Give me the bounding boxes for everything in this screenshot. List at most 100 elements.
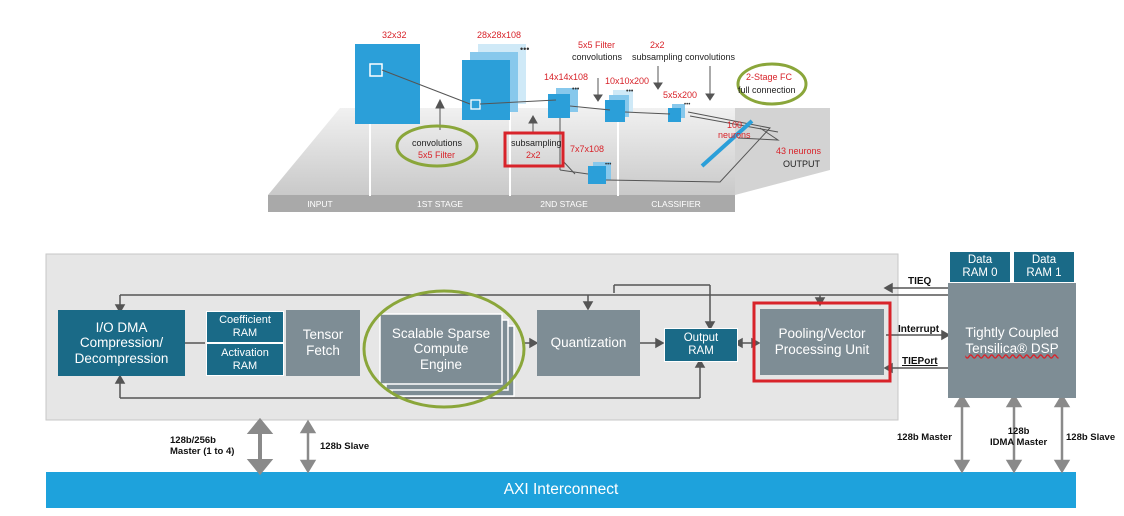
tensor-fetch-block: Tensor Fetch <box>286 310 360 376</box>
data-ram1-line1: Data <box>1031 253 1057 266</box>
stage1-map-front <box>462 60 510 120</box>
cnn-floor <box>268 108 735 195</box>
tensor-fetch-line1: Tensor <box>302 327 344 343</box>
cnn-floor-right <box>735 108 830 195</box>
data-ram0-block: Data RAM 0 <box>950 252 1010 282</box>
io-dma-line3: Decompression <box>74 350 169 366</box>
sparse-engine-stack <box>379 313 515 397</box>
act-ram-line2: RAM <box>232 359 258 372</box>
axi-interconnect-bar <box>46 472 1076 508</box>
conv2-dots: ••• <box>626 88 634 95</box>
master-right-label: 128b Master <box>897 432 952 443</box>
sub2-dots: ••• <box>684 102 690 108</box>
slave-right-label: 128b Slave <box>1066 432 1116 443</box>
pooling-vector-block: Pooling/Vector Processing Unit <box>760 309 884 375</box>
sparse-engine-line3: Engine <box>419 356 463 372</box>
sub2b-dots: ••• <box>605 162 611 168</box>
output-label: OUTPUT <box>783 159 821 169</box>
stage-label-classifier: CLASSIFIER <box>651 199 701 209</box>
sub2b-map-front <box>588 166 606 184</box>
idma-master-line1: 128b <box>1007 426 1030 437</box>
act-ram-line1: Activation <box>221 346 269 359</box>
highlight-fc <box>736 62 808 106</box>
slave-left-label: 128b Slave <box>320 441 370 452</box>
axi-links <box>246 417 274 476</box>
sparse-engine-block: Scalable Sparse Compute Engine <box>380 314 502 384</box>
axi-links-thin <box>299 393 1071 474</box>
coeff-ram-line2: RAM <box>232 327 258 339</box>
dim-stage1: 28x28x108 <box>477 30 521 40</box>
tieport-label: TIEPort <box>902 356 938 367</box>
dim-sub1: 14x14x108 <box>544 72 588 82</box>
interrupt-label: Interrupt <box>898 324 940 335</box>
neurons-100: 100 <box>727 120 742 130</box>
io-dma-line1: I/O DMA <box>95 319 148 335</box>
internal-flow-lines <box>114 282 951 399</box>
sparse-engine-line1: Scalable Sparse <box>391 325 491 341</box>
dsp-line1: Tightly Coupled <box>965 324 1059 340</box>
filter2-size: 5x5 Filter <box>578 40 615 50</box>
stage-label-1st: 1ST STAGE <box>417 199 463 209</box>
stage1-receptive-field <box>470 99 481 110</box>
tieq-label: TIEQ <box>908 276 932 287</box>
output-count: 43 neurons <box>776 146 822 156</box>
highlight-convolutions <box>395 124 479 168</box>
pooling-line2: Processing Unit <box>774 342 870 357</box>
data-ram0-line2: RAM 0 <box>962 267 998 279</box>
sub2-label: subsampling convolutions <box>632 52 736 62</box>
cnn-connection-lines <box>381 69 779 183</box>
highlight-pooling <box>752 301 892 383</box>
master-left-label: 128b/256b Master (1 to 4) <box>170 435 235 458</box>
data-ram0-line1: Data <box>967 253 993 266</box>
output-ram-line2: RAM <box>688 345 714 357</box>
output-shape <box>737 127 780 141</box>
sub2-size: 2x2 <box>650 40 665 50</box>
quantization-block: Quantization <box>537 310 640 376</box>
sub2-map-front <box>668 108 681 122</box>
stage-label-2nd: 2ND STAGE <box>540 199 588 209</box>
coefficient-ram-block: Coefficient RAM <box>206 311 284 343</box>
pooling-line1: Pooling/Vector <box>778 326 866 342</box>
activation-ram-block: Activation RAM <box>206 343 284 376</box>
io-dma-block: I/O DMA Compression/ Decompression <box>58 310 185 376</box>
fc-label: full connection <box>738 85 796 95</box>
conv-label: convolutions <box>412 138 463 148</box>
output-ram-block: Output RAM <box>664 328 738 362</box>
master-left-line2: Master (1 to 4) <box>170 445 235 457</box>
conv-filter-size: 5x5 Filter <box>418 150 455 160</box>
conv2-map-front <box>605 100 625 122</box>
sparse-engine-line2: Compute <box>413 341 469 357</box>
data-ram1-block: Data RAM 1 <box>1014 252 1074 282</box>
output-ram-line1: Output <box>683 331 719 344</box>
quantization-label: Quantization <box>550 335 627 351</box>
master-left-line1: 128b/256b <box>170 435 216 446</box>
sub1-dots: ••• <box>572 86 580 93</box>
axi-interconnect-label: AXI Interconnect <box>46 472 1076 508</box>
fc-stage-label: 2-Stage FC <box>746 72 793 82</box>
subsampling-size: 2x2 <box>526 150 541 160</box>
subsampling-label: subsampling <box>511 138 562 148</box>
input-feature-map <box>355 44 420 124</box>
dim-sub2: 5x5x200 <box>663 90 697 100</box>
annotation-arrows <box>435 66 715 175</box>
highlight-sparse-engine <box>362 289 526 409</box>
sub1-map-front <box>548 94 570 118</box>
idma-master-label: 128b IDMA Master <box>990 426 1047 449</box>
dim-input: 32x32 <box>382 30 407 40</box>
tensilica-dsp-block: Tightly Coupled Tensilica® DSP <box>948 283 1076 398</box>
stage-strip <box>268 196 735 212</box>
stage-label-input: INPUT <box>307 199 333 209</box>
fc-neuron-column <box>700 119 754 168</box>
filter2-label: convolutions <box>572 52 623 62</box>
dsp-line2: Tensilica® DSP <box>965 340 1059 356</box>
dim-conv2: 10x10x200 <box>605 76 649 86</box>
dim-sub2b: 7x7x108 <box>570 144 604 154</box>
tensor-fetch-line2: Fetch <box>306 343 340 358</box>
coeff-ram-line1: Coefficient <box>219 314 271 327</box>
neurons-word: neurons <box>718 130 751 140</box>
axi-label-text: AXI Interconnect <box>503 481 619 499</box>
stage1-dots: ••• <box>520 44 529 54</box>
highlight-subsampling <box>503 131 565 168</box>
